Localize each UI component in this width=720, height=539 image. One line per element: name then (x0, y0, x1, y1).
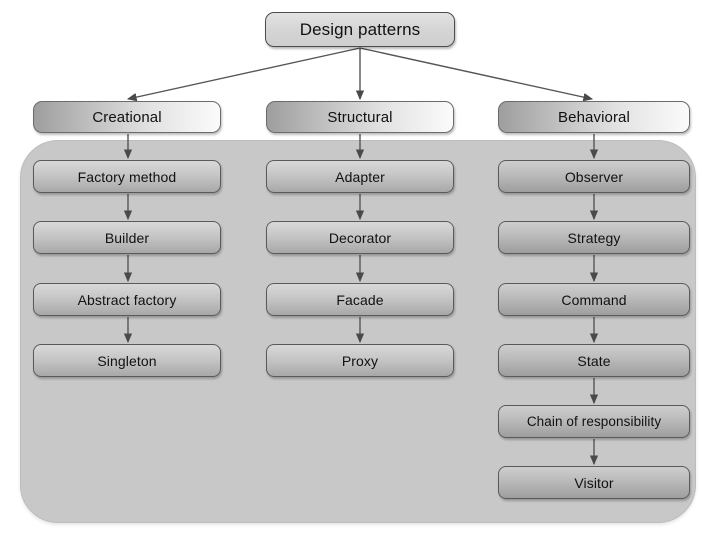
node-adapter[interactable]: Adapter (266, 160, 454, 193)
node-structural[interactable]: Structural (266, 101, 454, 133)
node-chain-of-responsibility[interactable]: Chain of responsibility (498, 405, 690, 438)
node-decorator[interactable]: Decorator (266, 221, 454, 254)
node-factory-method[interactable]: Factory method (33, 160, 221, 193)
node-state[interactable]: State (498, 344, 690, 377)
node-strategy[interactable]: Strategy (498, 221, 690, 254)
node-facade[interactable]: Facade (266, 283, 454, 316)
node-design-patterns[interactable]: Design patterns (265, 12, 455, 47)
node-singleton[interactable]: Singleton (33, 344, 221, 377)
edge-root-to-behavioral (359, 47, 594, 102)
node-builder[interactable]: Builder (33, 221, 221, 254)
node-command[interactable]: Command (498, 283, 690, 316)
node-creational[interactable]: Creational (33, 101, 221, 133)
edge-root-to-creational (126, 47, 361, 102)
node-observer[interactable]: Observer (498, 160, 690, 193)
node-behavioral[interactable]: Behavioral (498, 101, 690, 133)
patterns-backdrop-panel (20, 140, 696, 523)
node-visitor[interactable]: Visitor (498, 466, 690, 499)
node-proxy[interactable]: Proxy (266, 344, 454, 377)
node-abstract-factory[interactable]: Abstract factory (33, 283, 221, 316)
